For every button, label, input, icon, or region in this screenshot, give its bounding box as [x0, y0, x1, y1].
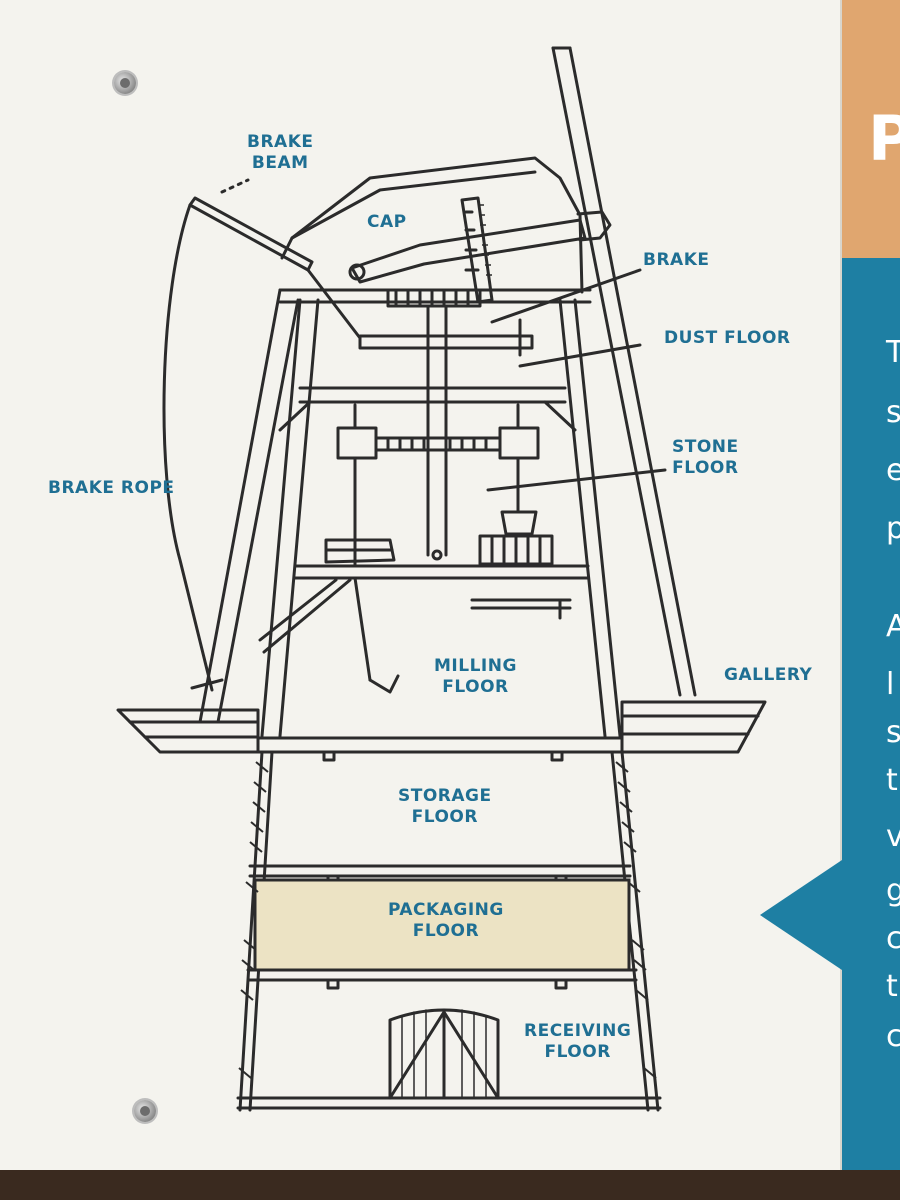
side-text-fragment: t [886, 969, 898, 1004]
side-text-fragment: c [886, 921, 900, 956]
side-panel-body [842, 258, 900, 1170]
cap-outline [280, 156, 584, 294]
side-text-fragment: e [886, 453, 900, 488]
screw-icon [134, 1100, 156, 1122]
frame-leg-inner-right [558, 298, 607, 738]
side-panel-title-fragment: P [868, 102, 900, 175]
label-brake-beam: BRAKE BEAM [247, 132, 314, 173]
tower-wall-left [238, 750, 264, 1112]
great-spur-top-gear [386, 288, 482, 308]
label-brake: BRAKE [643, 250, 710, 270]
side-text-fragment: A [886, 609, 900, 644]
brake-rope [162, 203, 214, 692]
great-spur-wheel [374, 436, 502, 452]
millstone-left [324, 538, 396, 564]
windmill-cross-section-drawing [116, 46, 767, 1112]
frame-leg-outer-left [198, 288, 282, 724]
sail-stock-right [568, 46, 697, 697]
side-panel-header [842, 0, 900, 258]
brake-leader [490, 268, 642, 324]
label-gallery: GALLERY [724, 665, 813, 685]
side-text-fragment: g [886, 873, 900, 908]
side-text-fragment: v [886, 819, 900, 854]
sign-board [0, 0, 842, 1170]
brake-wheel-teeth [478, 204, 492, 276]
gallery-right [620, 700, 767, 754]
brake-beam [188, 196, 314, 272]
label-packaging-floor: PACKAGING FLOOR [388, 900, 504, 941]
brick-hatching [238, 761, 657, 1079]
side-text-fragment: l [886, 667, 895, 702]
side-text-fragment: s [886, 715, 900, 750]
packaging-floor-highlight [253, 878, 631, 972]
side-panel-pointer [760, 860, 842, 970]
label-milling-floor: MILLING FLOOR [434, 656, 517, 697]
label-stone-floor: STONE FLOOR [672, 437, 739, 478]
label-brake-rope: BRAKE ROPE [48, 478, 175, 498]
side-text-fragment: T [886, 335, 900, 370]
wood-background [0, 1170, 900, 1200]
brake-wheel [460, 196, 494, 304]
side-text-fragment: c [886, 1019, 900, 1054]
side-text-fragment: t [886, 763, 898, 798]
side-text-fragment: p [886, 511, 900, 546]
stone-nut-left [336, 426, 378, 460]
label-dust-floor: DUST FLOOR [664, 328, 791, 348]
label-cap: CAP [367, 212, 407, 232]
side-text-fragment: s [886, 395, 900, 430]
screw-icon [114, 72, 136, 94]
hopper [500, 510, 538, 536]
label-storage-floor: STORAGE FLOOR [398, 786, 492, 827]
label-receiving-floor: RECEIVING FLOOR [524, 1021, 632, 1062]
frame-leg-inner-left [260, 298, 302, 738]
stone-floor-leader [486, 468, 667, 492]
hub [576, 210, 612, 242]
sail-stock-left [551, 46, 682, 697]
stone-nut-right [498, 426, 540, 460]
dust-floor-leader [518, 343, 642, 368]
gallery-left [116, 708, 260, 754]
